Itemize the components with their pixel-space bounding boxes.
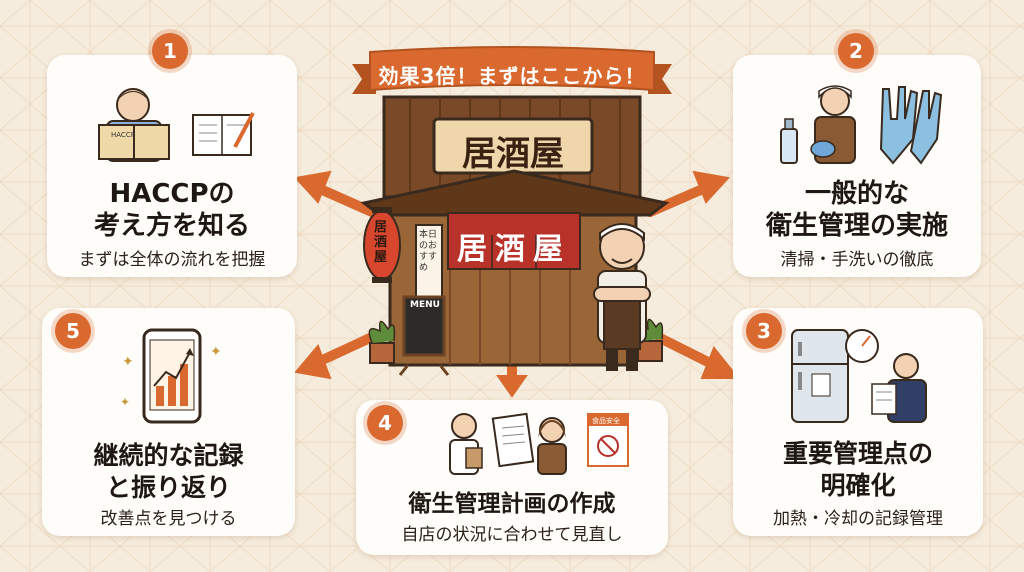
arrow-head-step-2 [692, 170, 730, 204]
top-banner: 効果3倍！まずはここから！ [352, 46, 672, 102]
step-2-title-line2: 衛生管理の実施 [765, 211, 948, 241]
reading-person-illustration: HACCP [98, 88, 255, 162]
step-2-title-line1: 一般的な [804, 179, 909, 209]
planning-team-illustration: 食品安全 [449, 412, 629, 475]
step-badge-5: 5 [55, 313, 91, 349]
izakaya-shop-illustration [360, 95, 670, 376]
step-5-title-line1: 継続的な記録 [93, 441, 244, 470]
step-badge-3: 3 [746, 313, 782, 349]
step-4-subtitle: 自店の状況に合わせて見直し [401, 525, 623, 545]
step-4-title: 衛生管理計画の作成 [408, 491, 616, 517]
step-1-title-line2: 考え方を知る [93, 211, 250, 241]
menu-board-text: MENU [410, 300, 440, 310]
step-5-subtitle: 改善点を見つける [100, 509, 237, 529]
step-card-1: HACCP HACCPの 考え方を知る まずは全体の流れを把握 [47, 55, 297, 277]
shop-sign: 居酒屋 [462, 134, 564, 174]
step-badge-1: 1 [152, 33, 188, 69]
step-3-title-line1: 重要管理点の [782, 439, 933, 468]
arrow-head-step-5 [294, 344, 332, 380]
step-card-3: 重要管理点の 明確化 加熱・冷却の記録管理 [733, 308, 983, 536]
step-card-5: ✦ ✦ ✦ 継続的な記録 と振り返り 改善点を見つける [42, 308, 295, 536]
arrow-head-step-3 [700, 346, 741, 379]
noren-text: 居酒屋 [457, 232, 571, 267]
step-1-subtitle: まずは全体の流れを把握 [78, 250, 266, 270]
step-3-subtitle: 加熱・冷却の記録管理 [773, 509, 943, 529]
lantern-text: 居酒屋 [374, 220, 388, 265]
banner-ribbon-shape [352, 46, 672, 94]
svg-text:✦: ✦ [210, 344, 222, 360]
step-2-subtitle: 清掃・手洗いの徹底 [780, 250, 934, 270]
refrigerator-inspector-illustration [791, 329, 927, 423]
step-5-title-line2: と振り返り [105, 473, 231, 502]
arrow-head-step-4 [496, 375, 528, 398]
arrow-to-step-5 [313, 333, 375, 367]
arrow-head-step-1 [294, 170, 332, 204]
svg-text:✦: ✦ [122, 354, 134, 370]
svg-text:食品安全: 食品安全 [592, 416, 620, 425]
arrow-to-step-1 [313, 183, 377, 217]
svg-text:✦: ✦ [120, 395, 130, 409]
handwashing-staff-illustration [780, 85, 943, 165]
growth-chart-tablet-illustration: ✦ ✦ ✦ [120, 328, 222, 424]
step-badge-2: 2 [838, 33, 874, 69]
banner-text: 効果3倍！まずはここから！ [378, 64, 646, 88]
step-card-4: 食品安全 衛生管理計画の作成 自店の状況に合わせて見直し [356, 400, 668, 555]
side-board-text: 本日のおすすめ [419, 230, 438, 273]
svg-text:HACCP: HACCP [111, 131, 135, 139]
step-badge-4: 4 [367, 405, 403, 441]
step-1-title-line1: HACCPの [109, 179, 235, 209]
step-card-2: 一般的な 衛生管理の実施 清掃・手洗いの徹底 [733, 55, 981, 277]
arrow-to-step-3 [655, 333, 721, 371]
step-3-title-line2: 明確化 [820, 471, 896, 500]
